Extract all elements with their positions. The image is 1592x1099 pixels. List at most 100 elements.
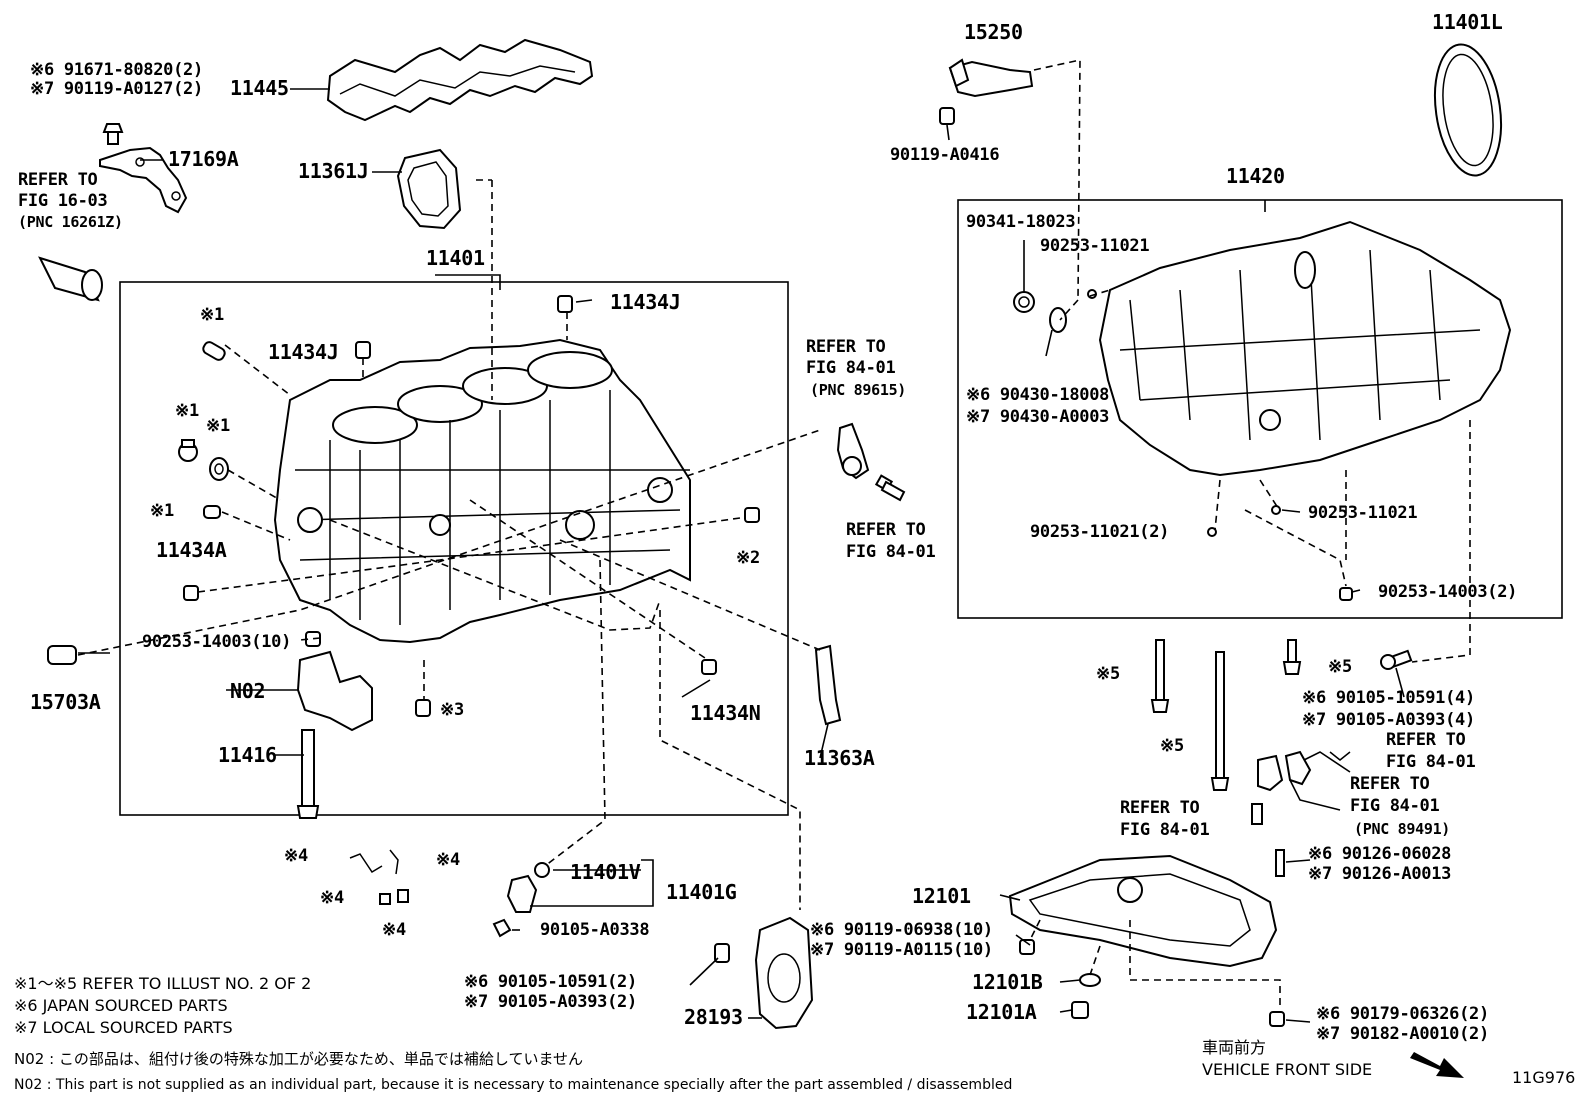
stud-690126	[1275, 849, 1285, 877]
washer-s1-c	[209, 457, 229, 481]
label-11361J: 11361J	[298, 159, 369, 183]
drain-cock-11401G	[492, 862, 550, 938]
vehicle-front-japanese: 車両前方	[1202, 1038, 1267, 1057]
oil-level-sensor	[1257, 750, 1312, 792]
label-690119-06938: ※6 90119-06938(10)	[810, 920, 993, 940]
plug-90341-18023	[1013, 291, 1035, 313]
gasket-12101B	[1079, 973, 1101, 987]
knock-sensor	[836, 422, 870, 480]
label-11445: 11445	[230, 76, 289, 100]
bolt-90105-10591-2	[714, 943, 730, 963]
bolt-90119-a0127	[102, 123, 124, 145]
pin-11434N	[701, 659, 717, 675]
label-refer-16-03-c: (PNC 16261Z)	[18, 213, 123, 231]
plug-s1-b	[178, 439, 198, 462]
label-12101A: 12101A	[966, 1000, 1037, 1024]
label-refer-84-01-b-a: REFER TO	[846, 520, 926, 540]
label-790119-A0115: ※7 90119-A0115(10)	[810, 940, 993, 960]
label-17169A: 17169A	[168, 147, 239, 171]
washer-90430	[1049, 307, 1067, 333]
label-refer-84-01-c-b: FIG 84-01	[1386, 752, 1476, 772]
vehicle-front-english: VEHICLE FRONT SIDE	[1202, 1060, 1373, 1079]
insulator-11445	[326, 38, 594, 122]
label-12101: 12101	[912, 884, 971, 908]
water-hose	[38, 256, 103, 302]
cylinder-block-frame	[119, 281, 789, 816]
bolt-s5-b	[1210, 651, 1230, 791]
pin-90253-11021-b	[1271, 505, 1281, 515]
pin-s1-d	[203, 505, 221, 519]
pin-s3	[415, 699, 431, 717]
label-11434J-left: 11434J	[268, 340, 339, 364]
label-90253-11021-b: 90253-11021	[1308, 503, 1418, 523]
crankcase-11420	[1098, 220, 1512, 477]
label-s1-c: ※1	[206, 416, 230, 436]
label-28193: 28193	[684, 1005, 743, 1029]
label-690105-10591-4: ※6 90105-10591(4)	[1302, 688, 1475, 708]
gasket-28193	[754, 916, 814, 1030]
label-11363A: 11363A	[804, 746, 875, 770]
label-690430: ※6 90430-18008	[966, 385, 1110, 405]
drain-plug-12101A	[1071, 1001, 1089, 1019]
plug-15703A	[47, 645, 77, 665]
label-90253-14003-10: 90253-14003(10)	[142, 632, 292, 652]
bracket-17169A	[99, 146, 188, 214]
oil-pan-12101	[1008, 854, 1278, 968]
label-11434A: 11434A	[156, 538, 227, 562]
bearing-cap-N02	[296, 650, 373, 732]
label-s4-c: ※4	[320, 888, 344, 908]
label-s1-d: ※1	[150, 501, 174, 521]
label-s1-a: ※1	[200, 305, 224, 325]
label-s5-c: ※5	[1328, 657, 1352, 677]
pin-11434J-left	[355, 341, 371, 359]
label-11434N: 11434N	[690, 701, 761, 725]
tube-11363A	[814, 644, 842, 726]
vehicle-front-arrow-icon	[1410, 1052, 1464, 1078]
pin-11434J-top	[557, 295, 573, 313]
plug-690179	[1269, 1011, 1285, 1027]
label-90105-A0338: 90105-A0338	[540, 920, 650, 940]
label-11401: 11401	[426, 246, 485, 270]
label-11401G: 11401G	[666, 880, 737, 904]
label-11420: 11420	[1226, 164, 1285, 188]
legend-line-2: ※6 JAPAN SOURCED PARTS	[14, 996, 228, 1015]
label-11401L: 11401L	[1432, 10, 1503, 34]
label-790430: ※7 90430-A0003	[966, 407, 1110, 427]
clip-refer-84-01	[1329, 751, 1351, 761]
bolt-knock-sensor	[874, 474, 906, 502]
note-n02-japanese: N02 : この部品は、組付け後の特殊な加工が必要なため、単品では補給していませ…	[14, 1050, 584, 1068]
label-15250: 15250	[964, 20, 1023, 44]
legend-line-3: ※7 LOCAL SOURCED PARTS	[14, 1018, 233, 1037]
label-790182: ※7 90182-A0010(2)	[1316, 1024, 1489, 1044]
label-refer-84-01-d-a: REFER TO	[1120, 798, 1200, 818]
label-refer-84-01-d-b: FIG 84-01	[1120, 820, 1210, 840]
label-11416: 11416	[218, 743, 277, 767]
label-refer-84-01-c-a: REFER TO	[1386, 730, 1466, 750]
label-11434J-top: 11434J	[610, 290, 681, 314]
label-s5-b: ※5	[1160, 736, 1184, 756]
label-790105-A0393-2: ※7 90105-A0393(2)	[464, 992, 637, 1012]
label-15703A: 15703A	[30, 690, 101, 714]
label-690179: ※6 90179-06326(2)	[1316, 1004, 1489, 1024]
pin-s1-a	[202, 341, 226, 361]
label-790126: ※7 90126-A0013	[1308, 864, 1452, 884]
label-12101B: 12101B	[972, 970, 1043, 994]
label-refer-84-01-pnc89615-b: FIG 84-01	[806, 358, 896, 378]
label-11401V: 11401V	[570, 860, 641, 884]
label-refer-84-01-pnc89491-a: REFER TO	[1350, 774, 1430, 794]
bolt-690105-10591-4	[1380, 649, 1413, 670]
legend-line-1: ※1～※5 REFER TO ILLUST NO. 2 OF 2	[14, 974, 312, 993]
diagram-id: 11G976	[1512, 1068, 1576, 1087]
label-refer-84-01-pnc89491-b: FIG 84-01	[1350, 796, 1440, 816]
label-790105-A0393-4: ※7 90105-A0393(4)	[1302, 710, 1475, 730]
clips-s4	[349, 849, 409, 905]
label-s5-a: ※5	[1096, 664, 1120, 684]
label-refer-84-01-pnc89615-a: REFER TO	[806, 337, 886, 357]
bolt-refer-84-01	[1251, 803, 1263, 825]
label-90341-18023: 90341-18023	[966, 212, 1076, 232]
cylinder-block-11401	[273, 338, 691, 644]
label-s4-a: ※4	[284, 846, 308, 866]
label-refer-84-01-pnc89491-c: (PNC 89491)	[1354, 820, 1451, 838]
label-refer-16-03-b: FIG 16-03	[18, 191, 108, 211]
